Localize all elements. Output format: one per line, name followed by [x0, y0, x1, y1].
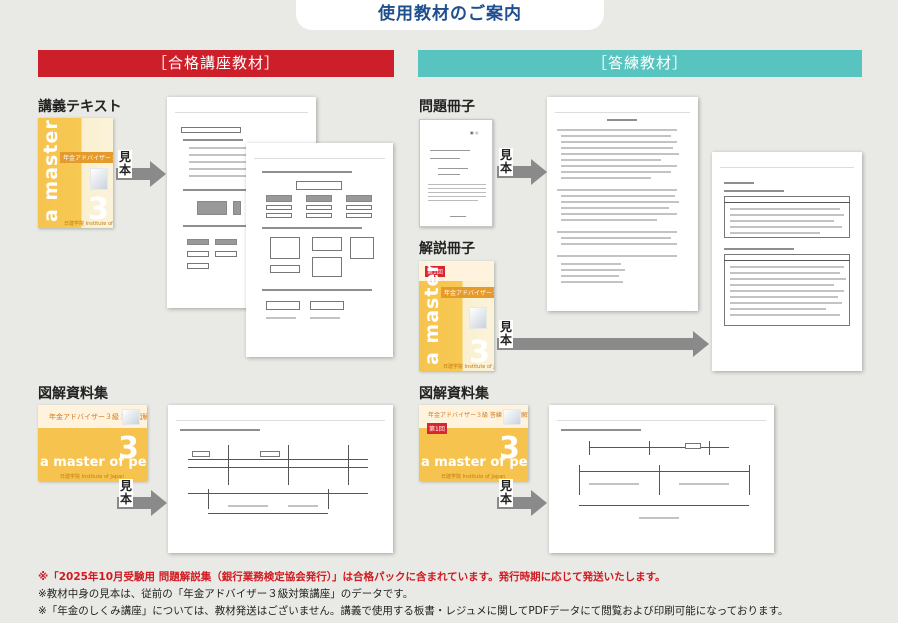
lecture-text-label: 講義テキスト [38, 99, 122, 115]
cover-subtitle: 年金アドバイザー３級 講義テキスト [60, 152, 113, 163]
cover-publisher: 日建学院 Institute of Japan [443, 364, 494, 370]
question-booklet-cover: ▣ ◎ [419, 119, 493, 227]
cover-series-title: a master of pension [40, 118, 62, 222]
cover-publisher: 日建学院 Institute of Japan [60, 474, 125, 480]
sample-arrow-lecture: 見本 [116, 150, 166, 192]
cover-series-title: a master of pension [40, 455, 147, 470]
cover-grade-number: 3 [88, 192, 109, 227]
right-diagram-cover: 年金アドバイザー３級 答練 解説図解資料 第1回 3 a master of p… [419, 405, 528, 481]
cover-photo [122, 409, 140, 425]
cover-photo [503, 409, 521, 425]
left-diagram-sample-page [168, 405, 393, 553]
sample-label: 見本 [118, 150, 132, 178]
course-materials-banner: ［合格講座教材］ [38, 50, 394, 77]
question-booklet-label: 問題冊子 [419, 99, 475, 115]
sample-arrow-left-diagram: 見本 [117, 479, 167, 521]
cover-photo [90, 168, 108, 190]
left-diagram-cover: 年金アドバイザー３級 講義図解資料 3 a master of pension … [38, 405, 147, 481]
sample-label: 見本 [499, 320, 513, 348]
note-line-2: ※教材中身の見本は、従前の「年金アドバイザー３級対策講座」のデータです。 [38, 588, 414, 600]
cover-publisher: 日建学院 Institute of Japan [64, 221, 113, 227]
answer-booklet-label: 解説冊子 [419, 241, 475, 257]
question-sample-page [547, 97, 698, 311]
page-title: 使用教材のご案内 [378, 4, 522, 24]
sample-arrow-question: 見本 [497, 148, 547, 190]
cover-photo [469, 307, 487, 329]
right-diagram-label: 図解資料集 [419, 386, 489, 402]
sample-arrow-right-diagram: 見本 [497, 479, 547, 521]
practice-materials-banner: ［答練教材］ [418, 50, 862, 77]
sample-label: 見本 [499, 148, 513, 176]
note-line-3: ※「年金のしくみ講座」については、教材発送はございません。講義で使用する板書・レ… [38, 605, 789, 617]
lecture-sample-page-2 [246, 143, 393, 357]
note-line-1: ※「2025年10月受験用 問題解説集（銀行業務検定協会発行）」は合格パックに含… [38, 571, 666, 583]
left-diagram-label: 図解資料集 [38, 386, 108, 402]
cover-publisher: 日建学院 Institute of Japan [441, 474, 506, 480]
cover-grade-number: 3 [118, 431, 139, 466]
answer-booklet-cover: 第1回 a master of pension 年金アドバイザー３級 答練 解説… [419, 261, 494, 371]
right-diagram-sample-page [549, 405, 774, 553]
cover-round-tag: 第1回 [427, 423, 447, 434]
sample-label: 見本 [499, 479, 513, 507]
cover-subtitle: 年金アドバイザー３級 講義図解資料 [49, 413, 147, 421]
cover-series-title: a master of pension [421, 455, 528, 470]
lecture-text-cover: a master of pension 年金アドバイザー３級 講義テキスト 3 … [38, 118, 113, 228]
cover-subtitle: 年金アドバイザー３級 答練 解説図解資料 [428, 412, 528, 419]
cover-subtitle: 年金アドバイザー３級 答練 解説冊子 [441, 287, 494, 298]
sample-arrow-answer: 見本 [497, 320, 709, 362]
sample-label: 見本 [119, 479, 133, 507]
answer-sample-page [712, 152, 862, 371]
cover-round-tag: 第1回 [425, 266, 445, 277]
page-title-tab: 使用教材のご案内 [296, 0, 604, 30]
cover-grade-number: 3 [469, 335, 490, 370]
cover-grade-number: 3 [499, 431, 520, 466]
cover-series-title: a master of pension [421, 261, 443, 365]
